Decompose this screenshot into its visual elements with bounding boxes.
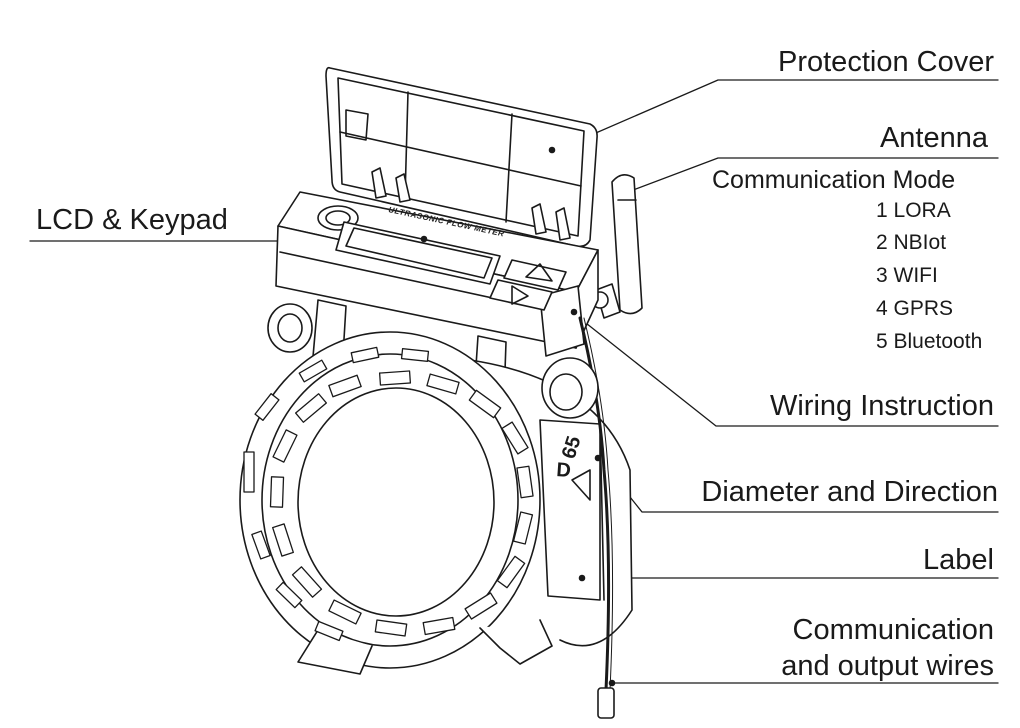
pipe-body (239, 331, 633, 675)
leader-antenna (627, 157, 999, 193)
leader-wiring (571, 311, 999, 427)
callout-wires-line1: Communication (792, 614, 994, 646)
callout-communication-mode: Communication Mode (712, 166, 956, 194)
protection-cover (325, 66, 598, 248)
mode-item-bluetooth: 5 Bluetooth (876, 330, 983, 353)
mode-item-lora: 1 LORA (876, 199, 951, 222)
callout-antenna: Antenna (879, 122, 988, 154)
antenna (591, 174, 643, 319)
callout-lcd-keypad: LCD & Keypad (36, 204, 228, 236)
leader-protection-cover (551, 79, 999, 153)
mode-item-gprs: 4 GPRS (876, 297, 954, 320)
callout-wires-line2: and output wires (781, 650, 994, 682)
dn-prefix: D (556, 459, 572, 482)
mode-item-wifi: 3 WIFI (876, 264, 938, 287)
callout-protection-cover: Protection Cover (778, 46, 994, 78)
callout-diameter-direction: Diameter and Direction (701, 476, 998, 508)
callout-label: Label (923, 544, 994, 576)
display-housing (275, 191, 599, 357)
cable-gland (541, 357, 599, 419)
callout-wiring-instruction: Wiring Instruction (769, 390, 994, 422)
mode-item-nbiot: 2 NBIot (876, 231, 947, 254)
